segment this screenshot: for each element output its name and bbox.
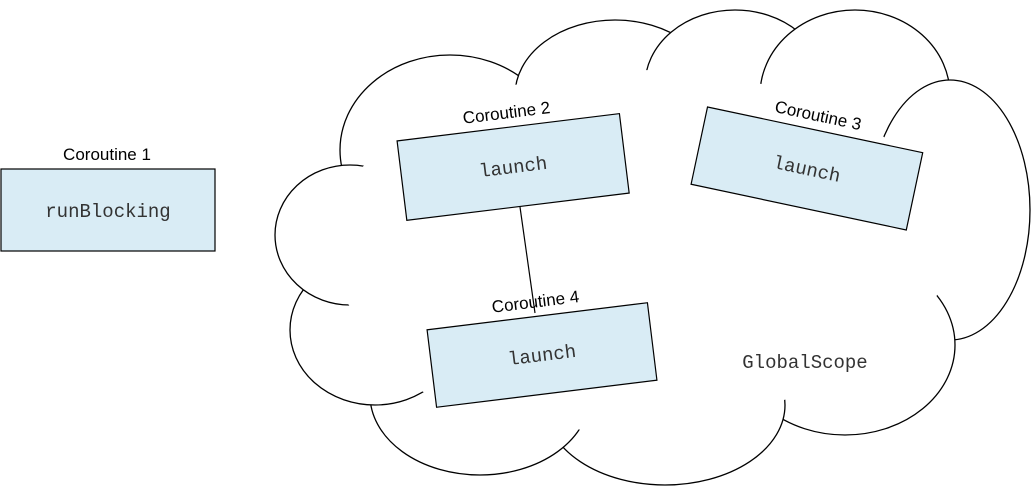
coroutine-3-box bbox=[690, 106, 924, 231]
coroutine-1-box bbox=[0, 168, 216, 252]
global-scope-label: GlobalScope bbox=[742, 352, 867, 374]
global-scope-cloud: GlobalScope Coroutine 2 launch Coroutine… bbox=[274, 9, 1031, 486]
coroutine-1-label: Coroutine 1 bbox=[63, 145, 151, 164]
cloud-outline bbox=[274, 9, 1031, 486]
coroutine-1-builder: runBlocking bbox=[45, 201, 170, 223]
coroutine-1: Coroutine 1 runBlocking bbox=[0, 145, 216, 252]
coroutine-4-box bbox=[426, 302, 658, 408]
parent-child-connector bbox=[519, 206, 536, 314]
coroutine-2-box bbox=[396, 112, 630, 222]
